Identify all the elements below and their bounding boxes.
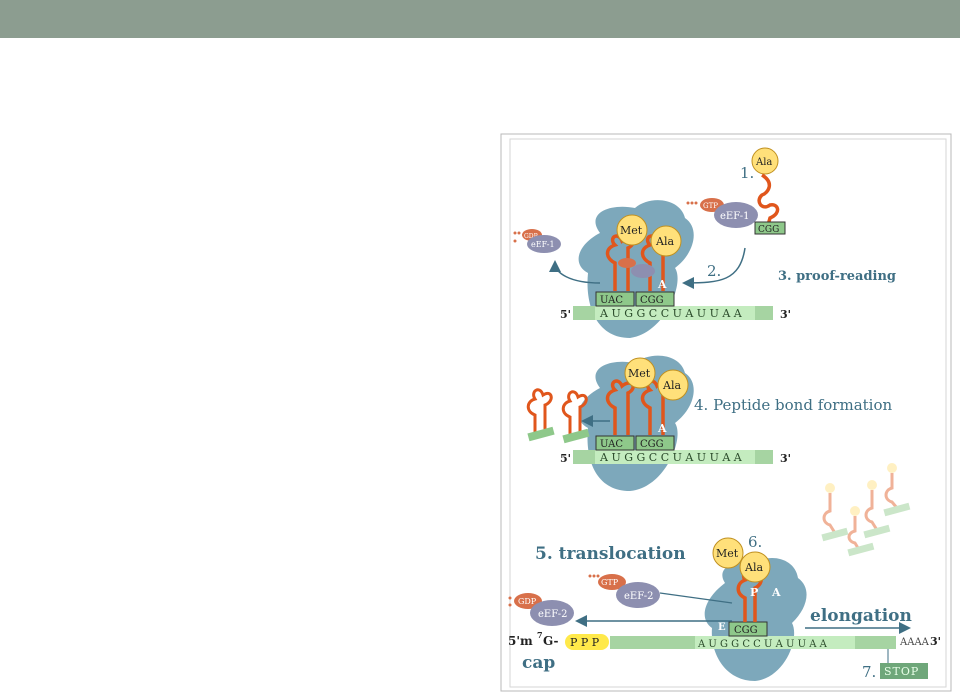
codon-cgg-2: CGG <box>640 439 664 450</box>
mrna-sequence: A U G G C C U A U U A A <box>599 307 743 320</box>
site-a-label-3: A <box>771 586 781 599</box>
cap-label: cap <box>522 653 555 673</box>
ala-label: Ala <box>655 235 674 248</box>
three-prime-label-2: 3' <box>780 452 791 465</box>
site-p-label: P <box>750 586 758 599</box>
ala-label-3: Ala <box>744 561 763 574</box>
codon-cgg-3: CGG <box>734 625 758 636</box>
panel-translocation: P P P 5'm 7 G- AAAA 3' A U G G C C U A U… <box>508 463 941 681</box>
step-5-label: 5. translocation <box>535 544 686 564</box>
site-a-label-2: A <box>657 422 667 435</box>
poly-a-tail: AAAA <box>899 637 930 648</box>
ppp-label: P P P <box>570 636 600 649</box>
step-1-label: 1. <box>740 164 754 182</box>
three-prime-label-3: 3' <box>930 635 941 648</box>
met-label-2: Met <box>628 367 651 380</box>
site-a-label: A <box>657 278 667 291</box>
step-7-label: 7. <box>862 663 876 681</box>
superscript-seven: 7 <box>537 630 543 640</box>
gtp-label-2: GTP <box>601 578 619 587</box>
translation-elongation-diagram: 5' 3' A U G G C C U A U U A A UAC CGG Me… <box>500 133 952 693</box>
header-bar <box>0 0 960 38</box>
eef1-label-released: eEF-1 <box>531 240 555 249</box>
anticodon-uac: UAC <box>600 295 623 306</box>
step-6-label: 6. <box>748 533 762 551</box>
step-3-label: 3. proof-reading <box>778 269 896 284</box>
gdp-label-1: GDP <box>524 233 538 240</box>
eef2-label: eEF-2 <box>624 591 653 602</box>
panel-proofreading: 5' 3' A U G G C C U A U U A A UAC CGG Me… <box>513 147 896 338</box>
three-prime-label: 3' <box>780 308 791 321</box>
codon-cgg: CGG <box>640 295 664 306</box>
codon-cgg-incoming: CGG <box>758 225 779 235</box>
stop-codon-label: STOP <box>884 665 919 678</box>
site-e-label: E <box>718 622 726 633</box>
g-dash-label: G- <box>543 634 558 648</box>
five-prime-label-2: 5' <box>560 452 571 465</box>
step-2-label: 2. <box>707 262 721 280</box>
ala-label-incoming: Ala <box>755 157 772 168</box>
anticodon-uac-2: UAC <box>600 439 623 450</box>
met-label: Met <box>620 224 643 237</box>
eef1-label: eEF-1 <box>720 211 749 222</box>
mrna-sequence-3: A U G G C C U A U U A A <box>697 639 828 650</box>
step-4-label: 4. Peptide bond formation <box>694 396 892 414</box>
ala-label-2: Ala <box>662 379 681 392</box>
eef2-label-released: eEF-2 <box>538 609 567 620</box>
gtp-label-1: GTP <box>703 202 718 210</box>
mrna-sequence-2: A U G G C C U A U U A A <box>599 451 743 464</box>
five-prime-label: 5' <box>560 308 571 321</box>
gdp-label-2: GDP <box>518 597 537 606</box>
five-prime-cap-label: 5'm <box>508 634 533 648</box>
panel-peptide-bond: 5' 3' A U G G C C U A U U A A UAC CGG Me… <box>526 355 892 491</box>
elongation-label: elongation <box>810 606 912 626</box>
met-label-3: Met <box>716 547 739 560</box>
